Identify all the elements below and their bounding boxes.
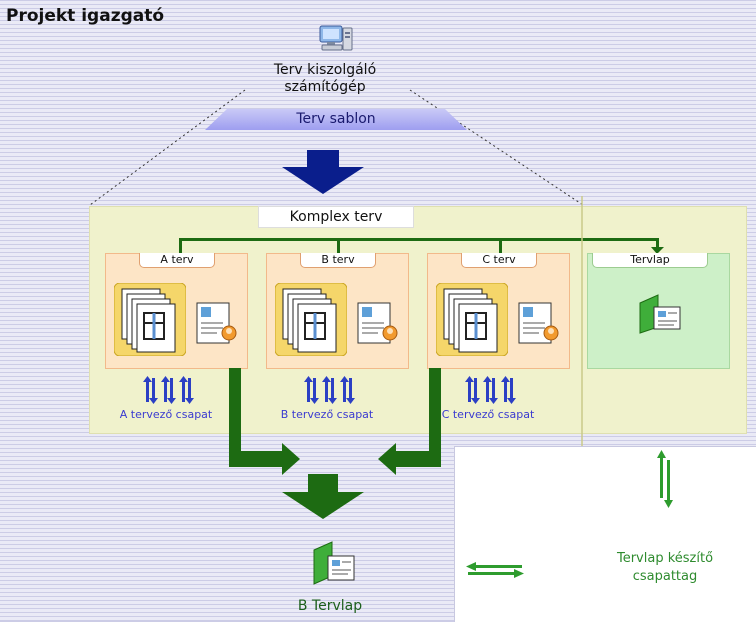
tervlap-team-line1: Tervlap készítő bbox=[616, 551, 714, 566]
tervlap-team-line2: csapattag bbox=[632, 569, 698, 584]
computer-icon bbox=[319, 25, 353, 51]
horizontal-sync-arrows-icon bbox=[466, 562, 524, 578]
output-label: B Tervlap bbox=[297, 598, 363, 614]
vertical-separator bbox=[581, 196, 583, 461]
document-user-icon bbox=[518, 302, 559, 344]
document-user-icon bbox=[357, 302, 398, 344]
drawing-stack-icon bbox=[114, 283, 186, 356]
merge-down-arrow-icon bbox=[282, 474, 364, 519]
plan-box-a-label: A terv bbox=[139, 253, 215, 268]
complex-plan-title: Komplex terv bbox=[258, 206, 414, 228]
server-label: Terv kiszolgáló számítógép bbox=[240, 62, 410, 96]
merge-arrows bbox=[229, 368, 441, 475]
template-trapezoid bbox=[205, 109, 467, 130]
tervlap-team-panel bbox=[454, 446, 756, 622]
team-label-b: B tervező csapat bbox=[280, 408, 374, 421]
template-label: Terv sablon bbox=[296, 111, 376, 127]
drawing-stack-icon bbox=[275, 283, 347, 356]
sync-arrows-icon bbox=[143, 376, 194, 404]
vertical-sync-arrows-icon bbox=[657, 450, 673, 508]
drawing-stack-icon bbox=[436, 283, 508, 356]
plan-box-tervlap-label: Tervlap bbox=[592, 253, 708, 268]
sheet-icon bbox=[639, 294, 681, 334]
server-label-line2: számítógép bbox=[284, 79, 366, 95]
plan-box-b-label: B terv bbox=[300, 253, 376, 268]
plan-box-c-label: C terv bbox=[461, 253, 537, 268]
document-user-icon bbox=[196, 302, 237, 344]
server-label-line1: Terv kiszolgáló bbox=[273, 62, 377, 78]
team-label-a: A tervező csapat bbox=[119, 408, 213, 421]
download-arrow-icon bbox=[282, 150, 364, 194]
plan-connector-lines bbox=[179, 238, 664, 254]
tervlap-team-label: Tervlap készítő csapattag bbox=[600, 550, 730, 586]
sheet-icon bbox=[313, 541, 355, 585]
page-title: Projekt igazgató bbox=[6, 6, 165, 26]
sync-arrows-icon bbox=[465, 376, 516, 404]
sync-arrows-icon bbox=[304, 376, 355, 404]
team-label-c: C tervező csapat bbox=[441, 408, 535, 421]
